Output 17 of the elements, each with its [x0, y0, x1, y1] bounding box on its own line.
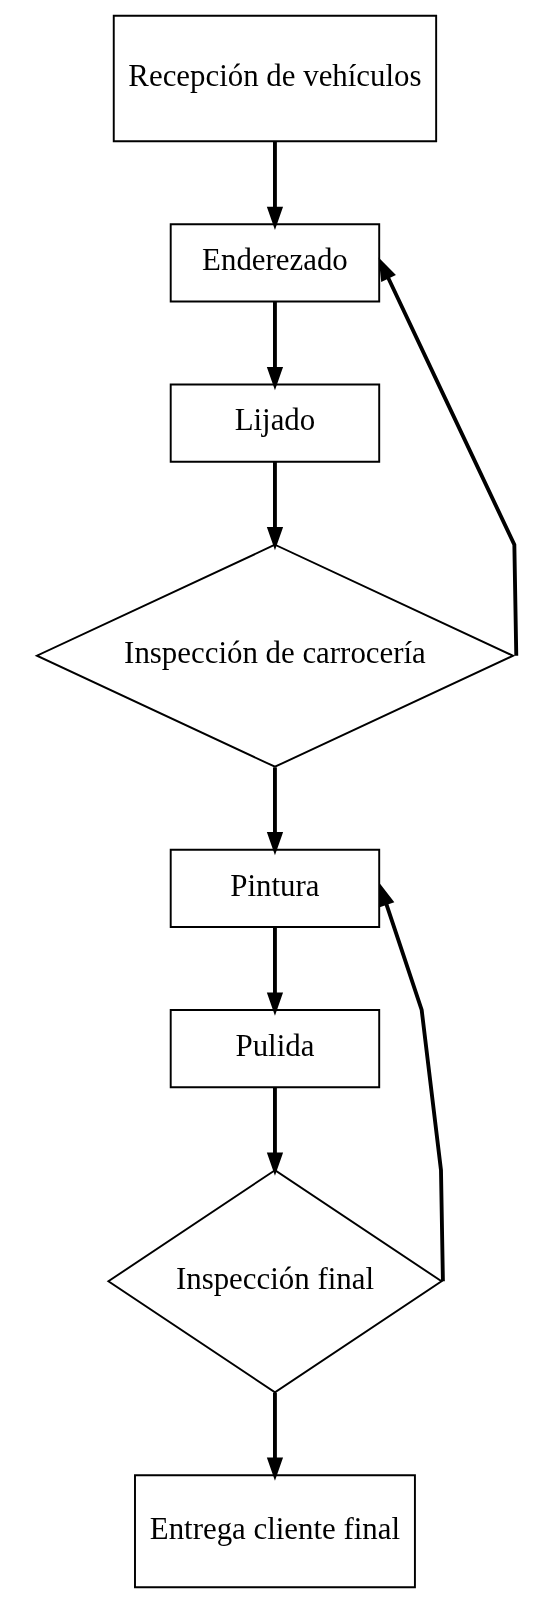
arrow	[378, 257, 518, 656]
arrow	[266, 1392, 283, 1481]
arrow	[266, 461, 283, 551]
arrow	[378, 882, 445, 1282]
arrow	[266, 927, 283, 1016]
node-box: Pintura	[169, 848, 380, 928]
node-diamond: Inspección final	[106, 1169, 443, 1394]
arrow	[266, 301, 283, 391]
node-diamond: Inspección de carrocería	[34, 543, 515, 768]
node-box: Entrega cliente final	[133, 1474, 416, 1589]
arrow	[266, 767, 283, 856]
node-box: Pulida	[169, 1009, 380, 1089]
node-box: Enderezado	[169, 223, 380, 303]
arrow	[266, 141, 283, 230]
arrow	[266, 1087, 283, 1176]
node-box: Lijado	[169, 383, 380, 463]
node-box: Recepción de vehículos	[112, 14, 437, 143]
